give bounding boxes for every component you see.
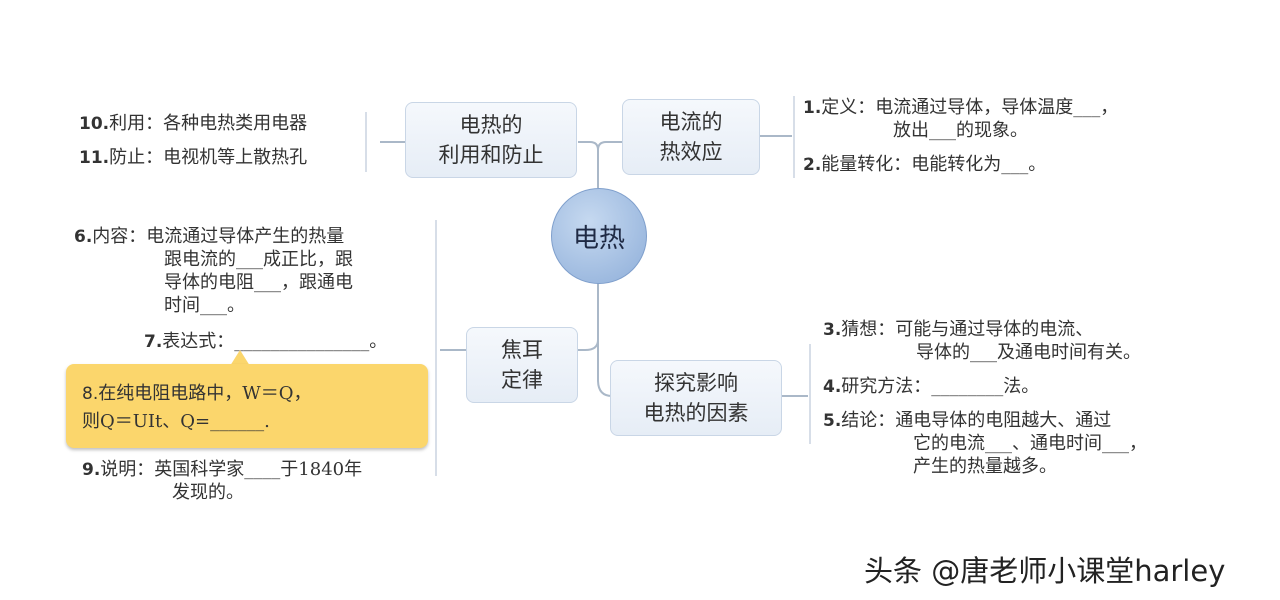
item-3-line2: 导体的___及通电时间有关。 xyxy=(916,342,1141,363)
item-10: 10.利用：各种电热类用电器 xyxy=(79,113,308,134)
item-1-cont: 放出___的现象。 xyxy=(893,120,1028,141)
item-5-line2: 它的电流___、通电时间___， xyxy=(913,433,1147,454)
item-6-line4: 时间___。 xyxy=(164,295,245,316)
connector-to-effect xyxy=(597,141,622,188)
connector-to-explore xyxy=(597,282,613,397)
item-4: 4.研究方法：________法。 xyxy=(823,376,1040,397)
node-explore-line1: 探究影响 xyxy=(654,371,738,395)
node-explore-factors: 探究影响 电热的因素 xyxy=(610,360,782,436)
item-3: 3.猜想：可能与通过导体的电流、 xyxy=(823,319,1094,340)
node-joule-law: 焦耳 定律 xyxy=(466,327,578,403)
item-6-line3: 导体的电阻___，跟通电 xyxy=(164,272,353,293)
item-9-line2: 发现的。 xyxy=(172,482,244,503)
item-6: 6.内容：电流通过导体产生的热量 xyxy=(74,226,345,247)
watermark: 头条 @唐老师小课堂harley xyxy=(864,554,1226,588)
node-effect-line2: 热效应 xyxy=(659,140,723,164)
item-6-line2: 跟电流的___成正比，跟 xyxy=(164,249,353,270)
item-7: 7.表达式：_______________。 xyxy=(144,331,388,352)
callout-pointer xyxy=(230,350,250,366)
item-1: 1.定义：电流通过导体，导体温度___， xyxy=(803,97,1119,118)
item-9: 9.说明：英国科学家____于1840年 xyxy=(82,459,363,480)
node-effect-line1: 电流的 xyxy=(659,110,723,134)
node-use-line2: 利用和防止 xyxy=(438,143,544,167)
node-explore-line2: 电热的因素 xyxy=(643,401,749,425)
item-5: 5.结论：通电导体的电阻越大、通过 xyxy=(823,410,1112,431)
node-use-and-prevention: 电热的 利用和防止 xyxy=(405,102,577,178)
node-joule-line1: 焦耳 xyxy=(501,338,543,362)
item-8-line2: 则Q＝UIt、Q=______. xyxy=(82,411,270,432)
node-use-line1: 电热的 xyxy=(459,113,523,137)
callout-note xyxy=(66,364,428,448)
item-2: 2.能量转化：电能转化为___。 xyxy=(803,154,1047,175)
node-heat-effect: 电流的 热效应 xyxy=(622,99,760,175)
connector-to-joule xyxy=(578,282,599,351)
item-8: 8.在纯电阻电路中，W＝Q， xyxy=(82,383,312,404)
item-5-line3: 产生的热量越多。 xyxy=(913,456,1057,477)
item-11: 11.防止：电视机等上散热孔 xyxy=(79,147,308,168)
center-node: 电热 xyxy=(551,188,647,284)
connector-to-use xyxy=(578,141,599,188)
node-joule-line2: 定律 xyxy=(501,368,543,392)
